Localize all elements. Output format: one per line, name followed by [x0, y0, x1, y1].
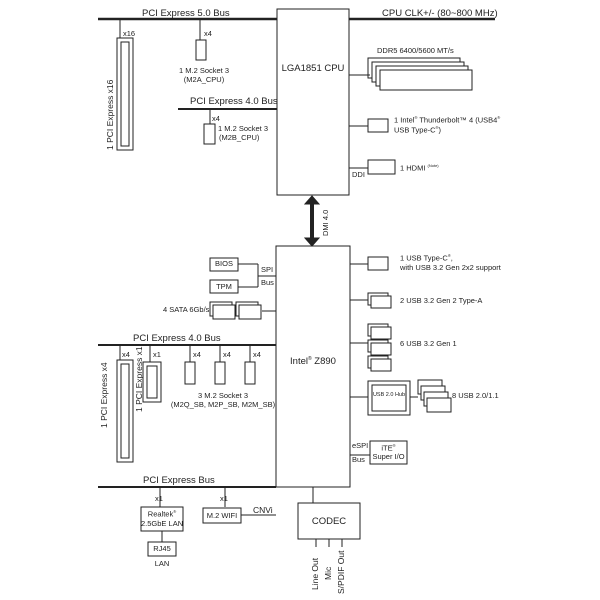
audio-line-out: Line Out: [310, 557, 320, 590]
usb-gen1-label: 6 USB 3.2 Gen 1: [400, 339, 457, 348]
m2-three-line2: (M2Q_SB, M2P_SB, M2M_SB): [170, 400, 276, 409]
dmi-label: DMI 4.0: [321, 209, 330, 236]
espi-label: eSPI: [352, 441, 369, 450]
m2b-line1: 1 M.2 Socket 3: [218, 124, 269, 133]
usb-gen2-label: 2 USB 3.2 Gen 2 Type-A: [400, 296, 483, 305]
m2a-line1: 1 M.2 Socket 3: [178, 66, 230, 75]
lan-label: LAN: [154, 559, 170, 568]
slot-x16-label: 1 PCI Express x16: [105, 79, 115, 150]
slot-x4-label: 1 PCI Express x4: [99, 362, 109, 428]
m2a-lane-label: x4: [204, 29, 212, 38]
cpu-clock-label: CPU CLK+/- (80~800 MHz): [382, 8, 498, 19]
slot-x1-label: 1 PCI Express x1: [134, 346, 144, 412]
cpu-label: LGA1851 CPU: [281, 63, 345, 74]
tpm-label: TPM: [216, 282, 232, 291]
wifi-label: M.2 WIFI: [206, 511, 238, 520]
lan-lane-label: x1: [155, 494, 163, 503]
rj45-label: RJ45: [153, 544, 171, 553]
m2b-lane-label: x4: [212, 114, 220, 123]
m2b-line2: (M2B_CPU): [219, 133, 260, 142]
bios-label: BIOS: [215, 259, 233, 268]
audio-spdif-out: S/PDIF Out: [336, 550, 346, 594]
usb-hub-label: USB 2.0 Hub: [372, 392, 406, 398]
usbc-line1: 1 USB Type-C®,: [400, 253, 453, 263]
spi-label: SPI: [261, 265, 274, 274]
spi-bus-label: Bus: [261, 278, 274, 287]
m2-three-line1: 3 M.2 Socket 3: [197, 391, 249, 400]
ite-line1: iTE®: [381, 443, 396, 453]
tb4-line2: USB Type-C®): [394, 125, 441, 135]
ite-line2: Super I/O: [372, 452, 405, 461]
pcie-bus-bottom-label: PCI Express Bus: [143, 475, 215, 486]
pcie4-bus-mid-label: PCI Express 4.0 Bus: [133, 333, 221, 344]
ddr-label: DDR5 6400/5600 MT/s: [377, 46, 454, 55]
espi-bus-label: Bus: [352, 455, 365, 464]
pcie5-bus-label: PCI Express 5.0 Bus: [142, 8, 230, 19]
usbc-line2: with USB 3.2 Gen 2x2 support: [400, 263, 501, 272]
mid-lane-m2-2: x4: [223, 350, 231, 359]
mid-lane-m2-1: x4: [193, 350, 201, 359]
cnvi-label: CNVi: [253, 505, 273, 515]
ddi-label: DDI: [352, 170, 365, 179]
lan-line1: Realtek®: [147, 509, 177, 519]
audio-mic: Mic: [323, 566, 333, 580]
pcie4-bus-top-label: PCI Express 4.0 Bus: [190, 96, 278, 107]
sata-label: 4 SATA 6Gb/s: [163, 305, 210, 314]
mid-lane-x4-slot: x4: [122, 350, 130, 359]
mid-lane-m2-3: x4: [253, 350, 261, 359]
m2a-line2: (M2A_CPU): [183, 75, 225, 84]
chipset-label: Intel® Z890: [290, 356, 336, 368]
lan-line2: 2.5GbE LAN: [141, 519, 184, 528]
usb2-label: 8 USB 2.0/1.1: [452, 391, 499, 400]
cpu-box: [276, 8, 350, 196]
mid-lane-x1-slot: x1: [153, 350, 161, 359]
x16-lane-label: x16: [123, 29, 136, 38]
hdmi-label: 1 HDMI (Note): [400, 163, 439, 173]
codec-label: CODEC: [311, 516, 347, 527]
tb4-line1: 1 Intel® Thunderbolt™ 4 (USB4®: [394, 115, 501, 125]
wifi-lane-label: x1: [220, 494, 228, 503]
